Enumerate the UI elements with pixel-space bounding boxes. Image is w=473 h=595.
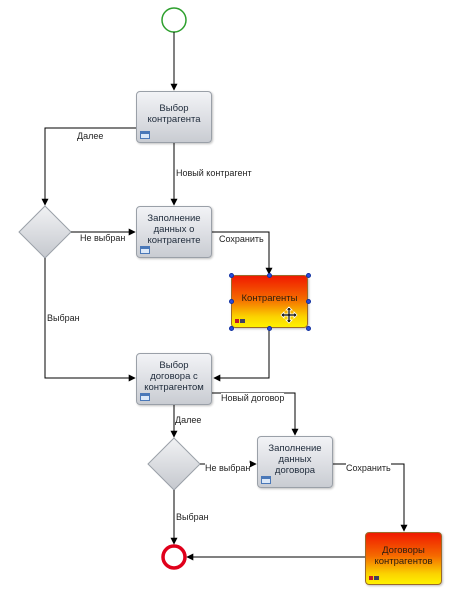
edge-label-next-1: Далее bbox=[77, 131, 104, 141]
data-object-counterparties-label: Контрагенты bbox=[241, 293, 298, 304]
flow-next-to-gateway[interactable] bbox=[41, 127, 136, 206]
flow-save-contract[interactable] bbox=[333, 463, 408, 532]
edge-label-save-2: Сохранить bbox=[346, 463, 391, 473]
edge-label-save-1: Сохранить bbox=[219, 234, 264, 244]
form-icon bbox=[140, 393, 150, 401]
selection-handle[interactable] bbox=[267, 273, 272, 278]
edge-label-not-selected-2: Не выбран bbox=[205, 463, 251, 473]
task-fill-contract[interactable]: Заполнение данных договора bbox=[257, 436, 333, 488]
task-select-counterparty-label: Выбор контрагента bbox=[147, 103, 201, 125]
task-select-counterparty[interactable]: Выбор контрагента bbox=[136, 91, 212, 143]
form-icon bbox=[140, 246, 150, 254]
selection-handle[interactable] bbox=[229, 273, 234, 278]
selection-handle[interactable] bbox=[267, 326, 272, 331]
edge-label-selected-1: Выбран bbox=[47, 313, 80, 323]
flow-save-counterparty[interactable] bbox=[212, 231, 273, 275]
edge-label-new-contract: Новый договор bbox=[221, 393, 285, 403]
form-icon bbox=[261, 476, 271, 484]
start-event[interactable] bbox=[161, 7, 187, 33]
edge-label-next-2: Далее bbox=[175, 415, 202, 425]
selection-handle[interactable] bbox=[306, 299, 311, 304]
task-fill-counterparty-label: Заполнение данных о контрагенте bbox=[147, 212, 201, 246]
edge-label-not-selected-1: Не выбран bbox=[80, 233, 126, 243]
form-icon bbox=[140, 131, 150, 139]
selection-handle[interactable] bbox=[306, 273, 311, 278]
flow-counterparties-to-select-contract[interactable] bbox=[213, 329, 270, 382]
data-icon bbox=[235, 318, 245, 324]
edge-label-new-counterparty: Новый контрагент bbox=[176, 168, 252, 178]
end-event[interactable] bbox=[161, 544, 187, 570]
selection-handle[interactable] bbox=[229, 299, 234, 304]
data-icon bbox=[369, 575, 379, 581]
selection-handle[interactable] bbox=[306, 326, 311, 331]
task-fill-counterparty[interactable]: Заполнение данных о контрагенте bbox=[136, 206, 212, 258]
task-select-contract[interactable]: Выбор договора с контрагентом bbox=[136, 353, 212, 405]
gateway-contract[interactable] bbox=[147, 437, 201, 491]
data-object-contracts-label: Договоры контрагентов bbox=[374, 544, 433, 567]
gateway-counterparty[interactable] bbox=[18, 205, 72, 259]
task-select-contract-label: Выбор договора с контрагентом bbox=[144, 359, 204, 393]
task-fill-contract-label: Заполнение данных договора bbox=[268, 442, 322, 476]
edge-label-selected-2: Выбран bbox=[176, 512, 209, 522]
selection-handle[interactable] bbox=[229, 326, 234, 331]
flow-selected-1[interactable] bbox=[44, 258, 136, 382]
move-cursor-icon bbox=[280, 306, 298, 324]
data-object-contracts[interactable]: Договоры контрагентов bbox=[365, 532, 442, 585]
